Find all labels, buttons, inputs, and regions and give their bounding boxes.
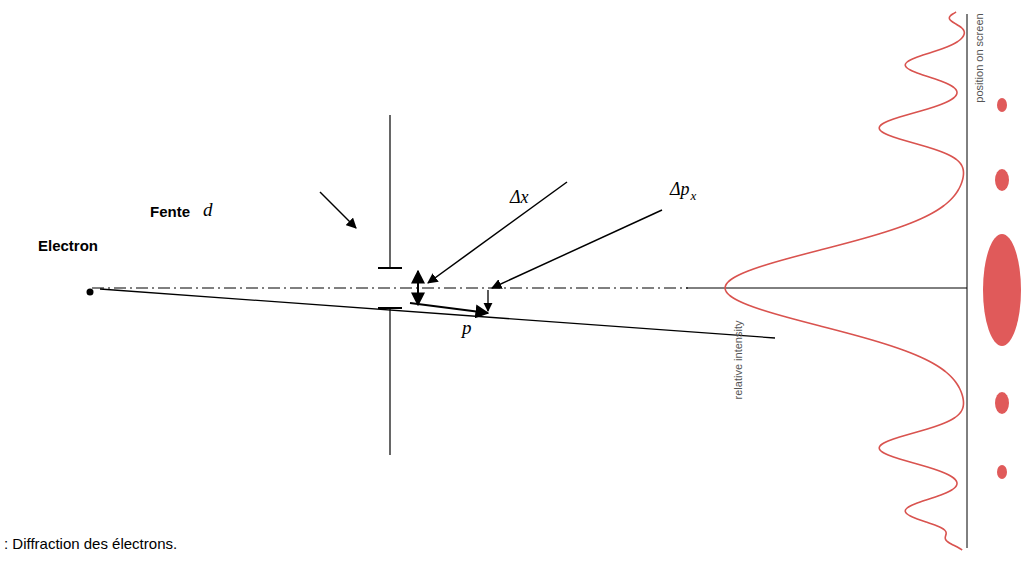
leader-line	[320, 192, 356, 228]
leader-line	[492, 210, 662, 288]
intensity-axis	[686, 288, 967, 289]
momentum-spread-symbol: Δp	[670, 180, 690, 200]
electron-dot	[87, 289, 94, 296]
momentum-spread-arrow	[487, 290, 488, 311]
intensity-curve	[725, 12, 964, 550]
trajectory-line	[100, 289, 775, 338]
axis-label: relative intensity	[732, 321, 744, 400]
axis-label: position on screen	[973, 13, 985, 102]
slit-wall	[389, 115, 390, 268]
particle-label: Electron	[38, 238, 98, 255]
leader-line	[428, 182, 567, 283]
diffraction-spot	[997, 465, 1007, 479]
diffraction-spot	[995, 392, 1009, 414]
screen-axis	[967, 14, 968, 548]
slit-symbol: d	[203, 200, 213, 221]
width-symbol: Δx	[510, 188, 529, 208]
slit-edge	[378, 267, 402, 269]
diffraction-spot	[995, 169, 1009, 191]
diffraction-spot	[997, 98, 1007, 112]
width-arrow	[417, 271, 419, 305]
slit-label: Fente	[150, 204, 190, 221]
momentum-symbol: p	[462, 318, 472, 339]
axis-line	[92, 288, 688, 289]
slit-wall	[389, 308, 390, 455]
subscript: x	[691, 189, 697, 203]
momentum-arrow	[410, 303, 488, 313]
diffraction-spot	[983, 234, 1021, 346]
figure-caption: : Diffraction des électrons.	[4, 536, 177, 553]
